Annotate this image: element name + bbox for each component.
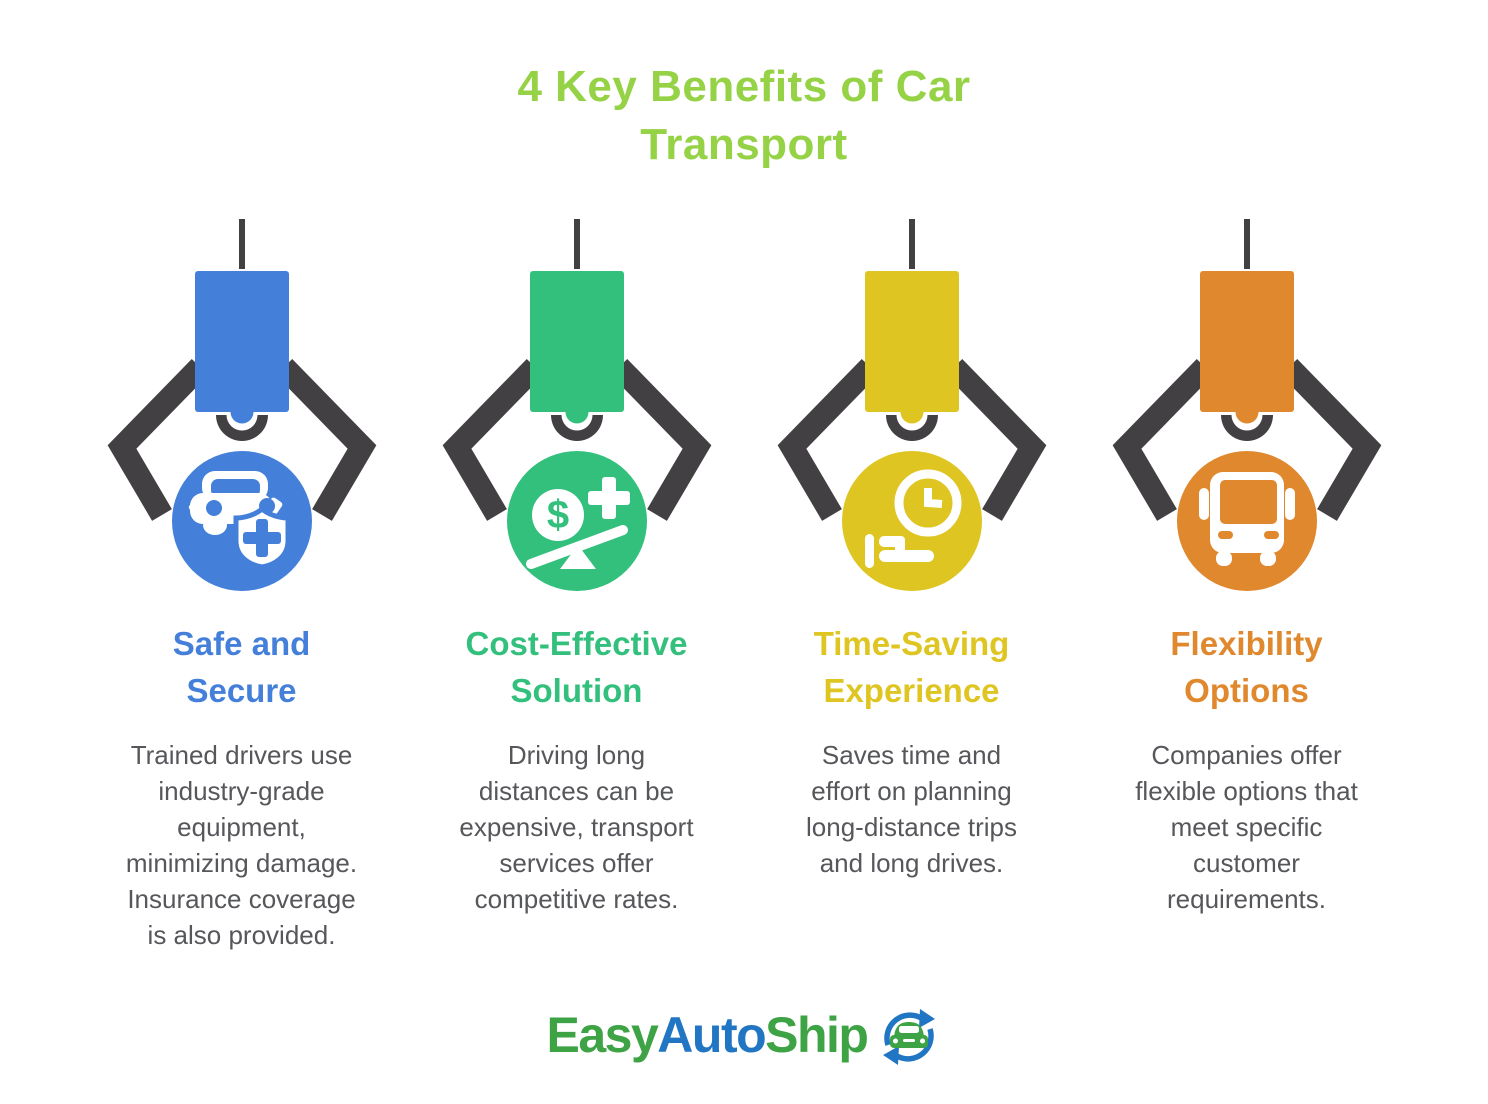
bus-icon bbox=[1198, 472, 1295, 566]
benefits-row: Safe and Secure Trained drivers use indu… bbox=[74, 219, 1414, 953]
benefit-heading: Time-Saving Experience bbox=[813, 625, 1010, 709]
claw-graphic-blue bbox=[107, 219, 376, 591]
logo-wordmark: EasyAutoShip bbox=[546, 1006, 869, 1064]
claw-graphic-yellow bbox=[777, 219, 1046, 591]
easy-auto-ship-logo: EasyAutoShip bbox=[0, 1001, 1488, 1069]
money-scale-icon: $ bbox=[525, 477, 630, 569]
benefit-description: Driving long distances can be expensive,… bbox=[459, 740, 694, 914]
logo-word-auto: Auto bbox=[657, 1007, 766, 1063]
benefit-heading: Safe and Secure bbox=[172, 625, 311, 709]
clock-hand-icon bbox=[864, 469, 961, 568]
benefit-description: Companies offer flexible options that me… bbox=[1135, 740, 1358, 914]
svg-text:$: $ bbox=[546, 493, 568, 537]
page-title: 4 Key Benefits of Car Transport bbox=[517, 62, 971, 169]
logo-word-ship: Ship bbox=[765, 1007, 869, 1063]
benefit-description: Trained drivers use industry-grade equip… bbox=[125, 740, 358, 950]
benefit-description: Saves time and effort on planning long-d… bbox=[806, 740, 1017, 878]
benefit-column-time-saving: Time-Saving Experience Saves time and ef… bbox=[744, 219, 1079, 953]
benefit-column-cost-effective: $ Cost-Effective Solution Driving long d… bbox=[409, 219, 744, 953]
claw-graphic-green: $ bbox=[442, 219, 711, 591]
claw-graphic-orange bbox=[1112, 219, 1381, 591]
benefit-heading: Cost-Effective Solution bbox=[465, 625, 688, 709]
car-shield-icon bbox=[188, 471, 290, 570]
benefit-column-safe-secure: Safe and Secure Trained drivers use indu… bbox=[74, 219, 409, 953]
benefit-heading: Flexibility Options bbox=[1170, 625, 1323, 709]
car-recycle-icon bbox=[883, 1009, 936, 1065]
logo-word-easy: Easy bbox=[546, 1007, 659, 1063]
benefit-column-flexibility: Flexibility Options Companies offer flex… bbox=[1079, 219, 1414, 953]
